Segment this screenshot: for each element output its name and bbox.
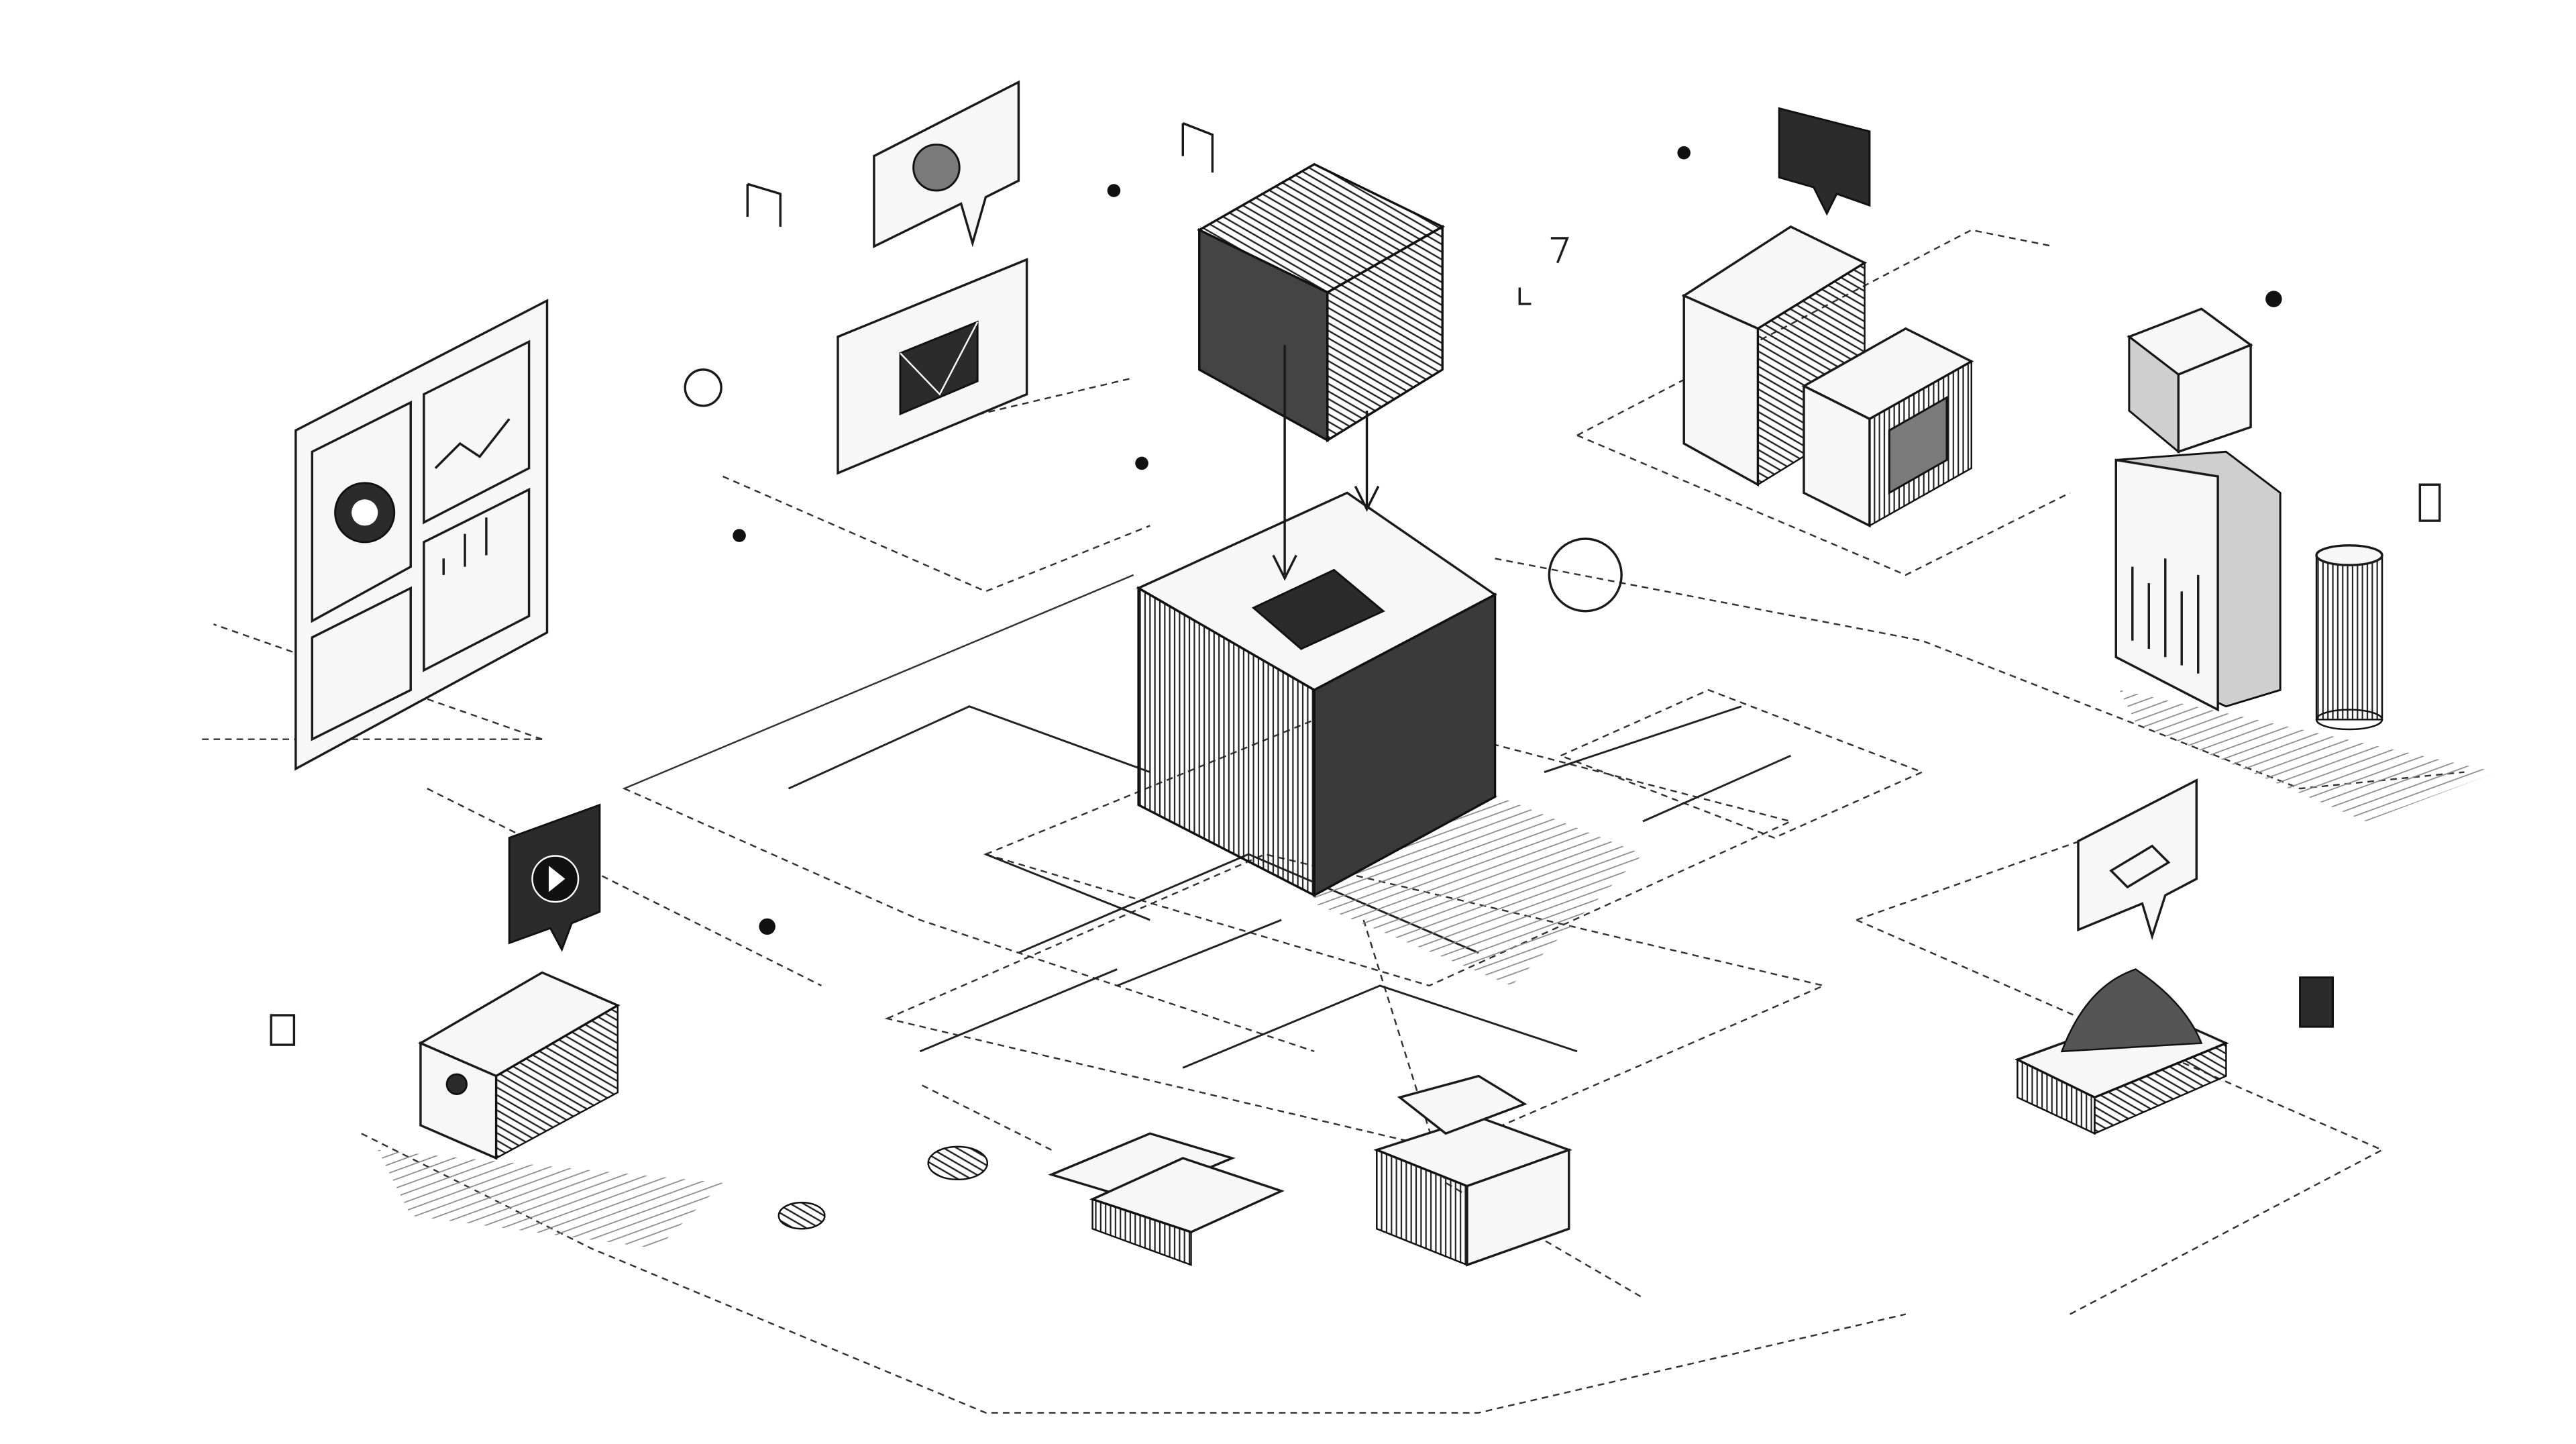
chat-bubble-link-icon	[2077, 778, 2198, 941]
floor-shadow	[378, 1149, 723, 1249]
coin-stack-icon	[2315, 544, 2383, 731]
decorative-marks	[270, 122, 2441, 1230]
chat-bubble-icon	[1778, 107, 1871, 216]
floating-cube	[1197, 162, 1445, 443]
hard-drive-icon	[2127, 307, 2253, 454]
floor-shadow	[2119, 690, 2498, 822]
central-open-box	[1136, 491, 1497, 898]
user-badge-box	[418, 971, 621, 1160]
package-boxes	[1048, 1132, 1285, 1266]
server-cabinet	[1801, 327, 1974, 528]
image-frame-icon	[837, 258, 1028, 475]
dashboard-panel	[294, 299, 549, 771]
down-arrow-icon	[1272, 345, 1380, 581]
hill-platform	[2014, 968, 2229, 1135]
chat-bubble-play-icon	[508, 803, 601, 952]
document-chart-stack	[2114, 450, 2282, 712]
chat-bubble-chart-icon	[873, 80, 1020, 248]
open-crate	[1373, 1074, 1572, 1267]
